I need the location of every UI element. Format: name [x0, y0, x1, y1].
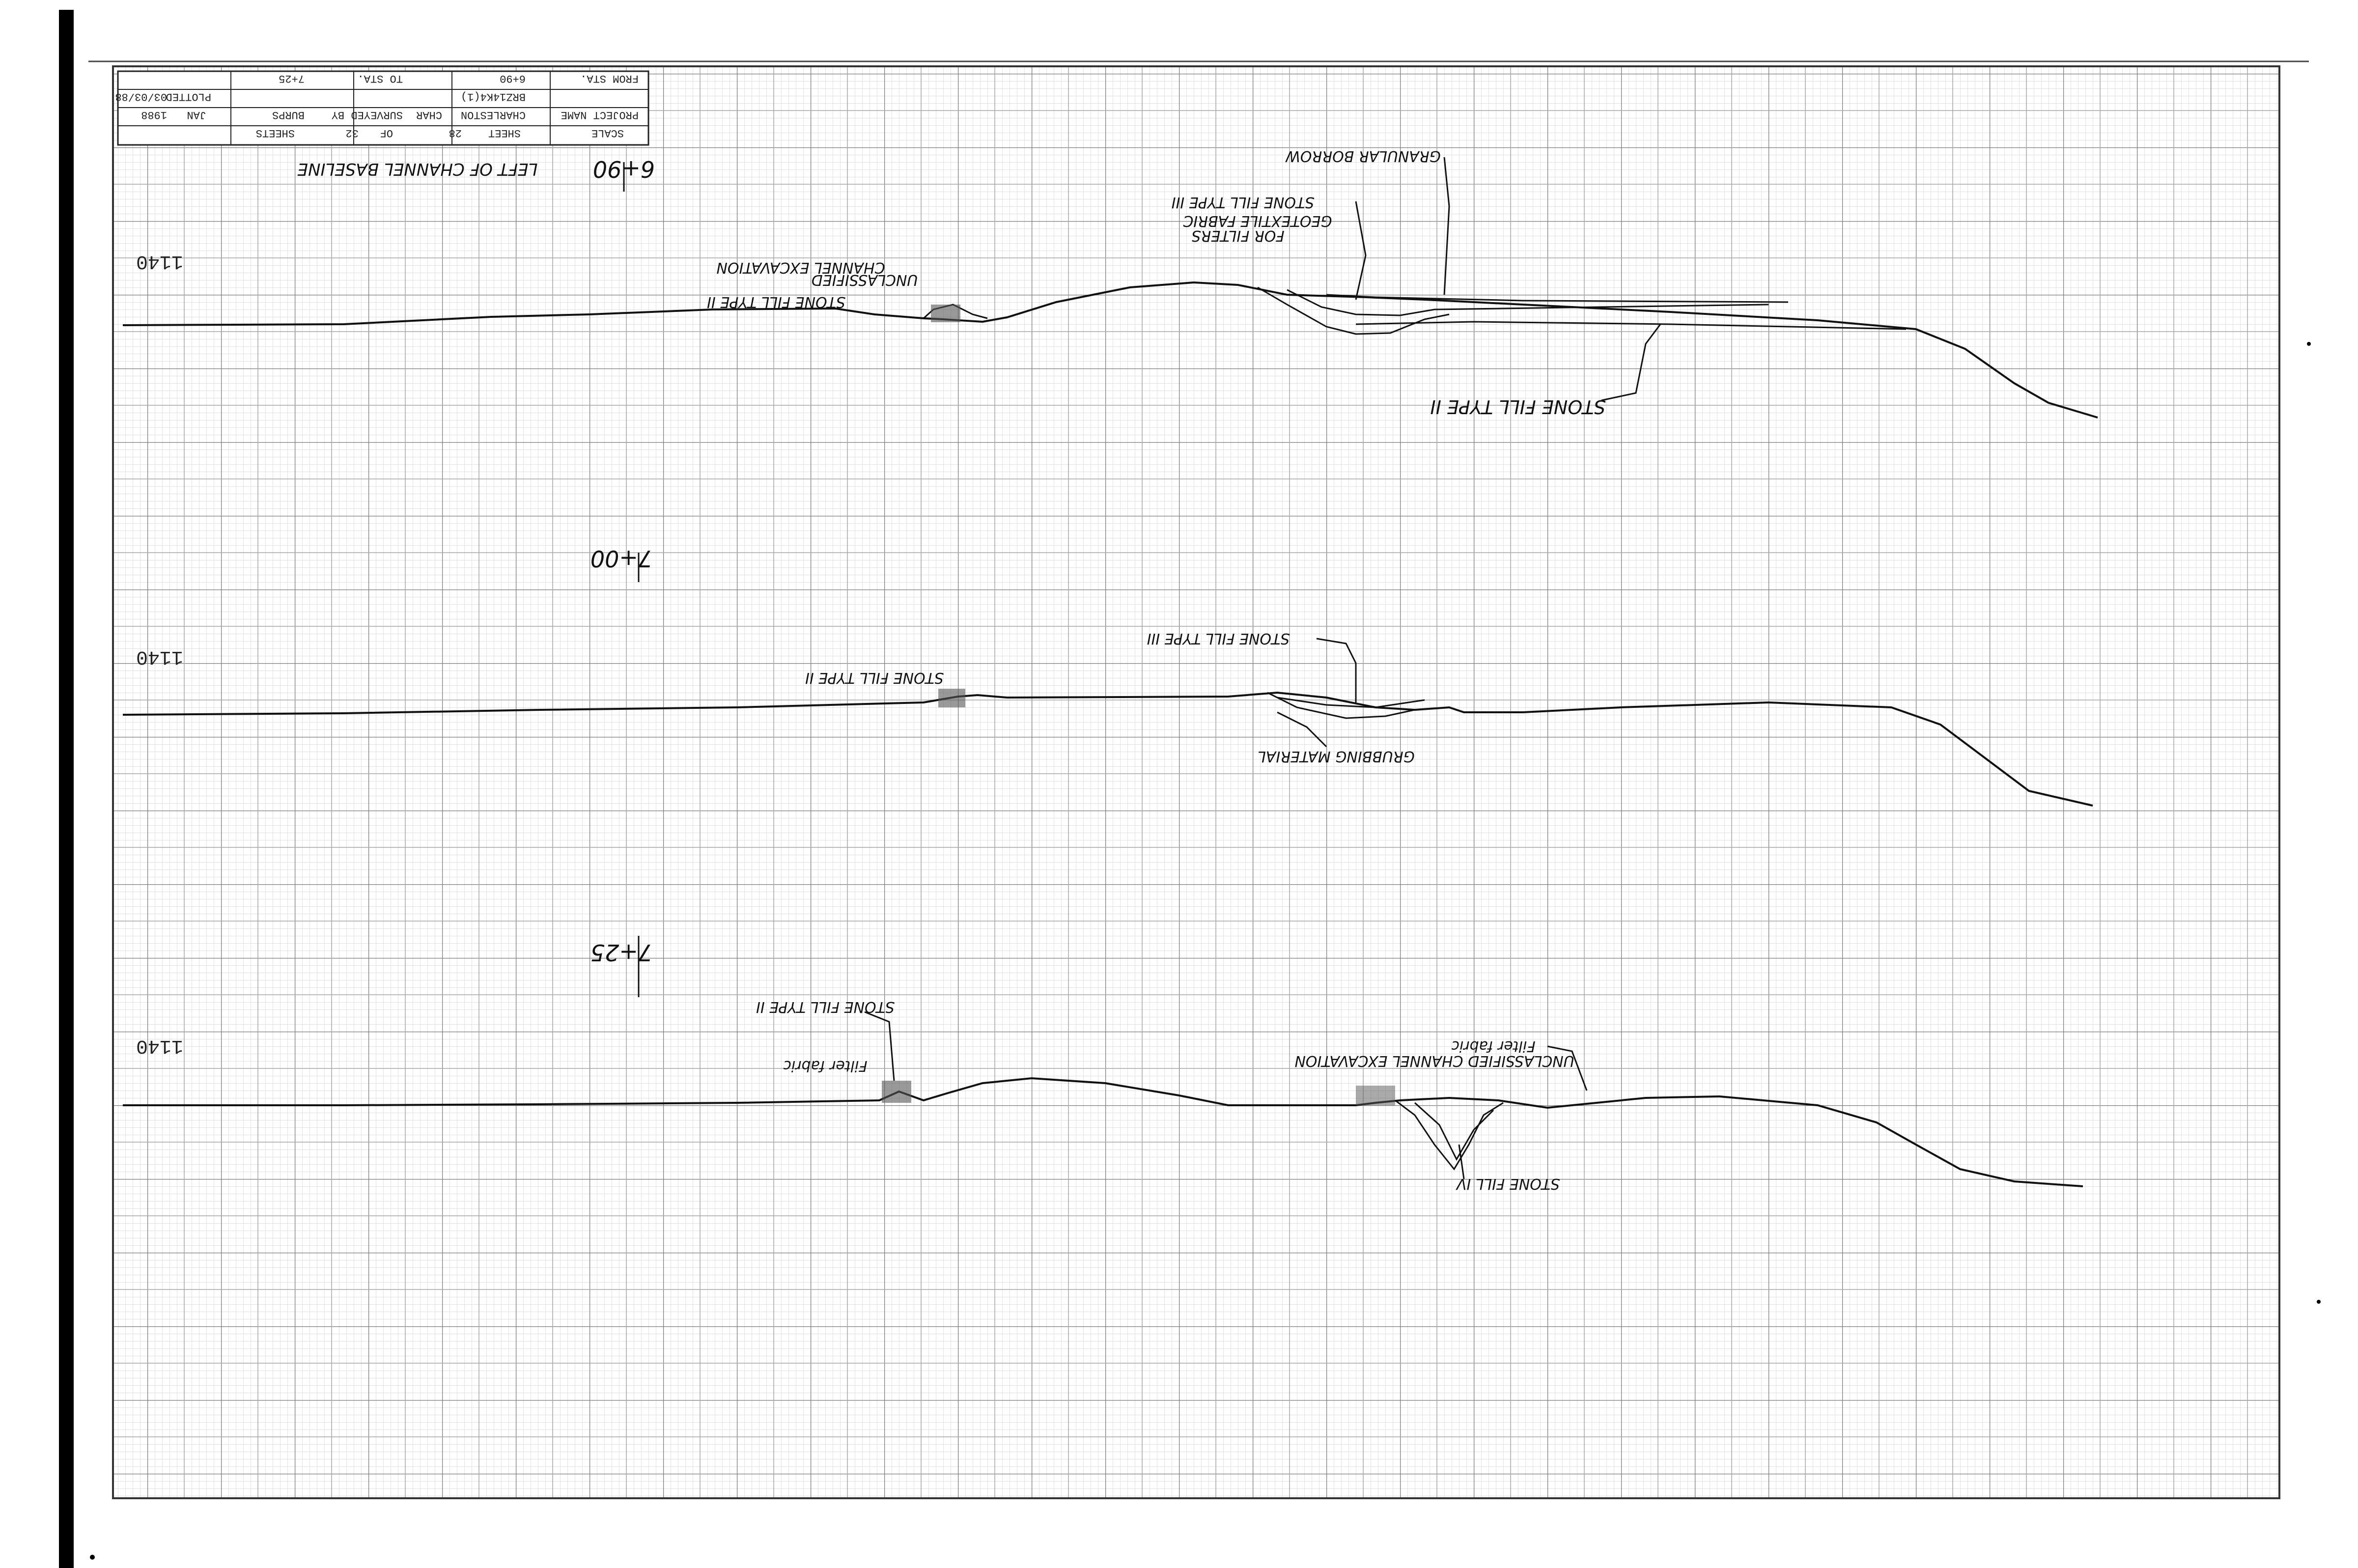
title-cell-from-sta: 6+90 [500, 72, 526, 84]
elevation-label: 1140 [136, 1035, 183, 1057]
excavation-basin [1257, 286, 1450, 335]
note-granular-borrow: GRANULAR BORROW [1285, 147, 1441, 165]
title-cell-surveyed-by-label: SURVEYED BY [332, 109, 403, 121]
binding-edge [59, 10, 74, 1568]
title-cell-sheet-total: 32 [346, 127, 359, 139]
cross-section-7-00: 7+00 1140 STONE FILL TYPE III STONE FILL… [122, 545, 2093, 807]
stone-fill-block-left [882, 1081, 911, 1103]
title-cell-to-sta-label: TO STA. [358, 72, 403, 84]
note-stone-fill-ii: STONE FILL TYPE II [805, 669, 944, 686]
note-stone-fill-iii: STONE FILL TYPE III [1171, 194, 1314, 211]
note-unclassified-channel-excavation: UNCLASSIFIED CHANNEL EXCAVATION [1294, 1052, 1574, 1069]
leader-stone-fill-iii [1355, 201, 1367, 300]
station-label: 7+00 [590, 545, 652, 572]
title-cell-sheet: SHEET [488, 127, 521, 139]
leader-stone-fill-ii [864, 1011, 895, 1081]
note-grubbing-material: GRUBBING MATERIAL [1258, 748, 1415, 765]
title-cell-sheet-number: 28 [449, 127, 462, 139]
stone-fill-layer-lower [1355, 321, 1907, 330]
stone-fill-layer [1277, 697, 1425, 708]
stone-fill-block-right [1356, 1086, 1395, 1105]
title-cell-plotted-label: PLOTTED [166, 90, 211, 103]
graph-paper-grid [112, 65, 2280, 1499]
title-cell-to-sta: 7+25 [279, 72, 305, 84]
title-cell-project-name-label: PROJECT NAME [561, 109, 639, 121]
title-cell-project-code: CHAR [416, 109, 442, 121]
note-filter-fabric-left: Filter fabric [783, 1057, 868, 1074]
title-block: SCALE SHEET 28 OF 32 SHEETS PROJECT NAME… [115, 70, 649, 146]
note-stone-fill-ii-right: STONE FILL TYPE II [1430, 396, 1605, 418]
title-cell-scale: SCALE [591, 127, 624, 139]
stone-fill-block [931, 305, 960, 322]
title-cell-project-name: CHARLESTON [461, 109, 526, 121]
cross-section-7-25: 7+25 1140 STONE FILL TYPE II Filter fabr… [123, 936, 2083, 1192]
note-geotextile: GEOTEXTILE FABRIC [1183, 212, 1332, 229]
note-unclassified: UNCLASSIFIED [812, 271, 918, 288]
punch-mark [2307, 342, 2311, 346]
cross-section-6-90: 6+90 1140 GRANULAR BORROW STONE FILL TYP… [122, 147, 2098, 419]
note-for-filters: FOR FILTERS [1191, 227, 1284, 244]
title-cell-project-number: BRZ14K4(1) [461, 90, 526, 103]
punch-mark [90, 1555, 95, 1560]
note-filter-fabric-right: Filter fabric [1451, 1037, 1536, 1055]
sheet-subtitle: LEFT OF CHANNEL BASELINE [297, 159, 537, 179]
title-cell-plotted-date: 03/03/88 [115, 90, 167, 103]
punch-mark [2317, 1300, 2321, 1304]
leader-grubbing [1277, 711, 1327, 748]
leader-granular-borrow [1443, 157, 1450, 295]
note-stone-fill-ii-left: STONE FILL TYPE II [707, 293, 845, 310]
stone-fill-block [938, 689, 965, 707]
excavation-basin [1267, 692, 1415, 719]
leader-stone-fill-iii [1316, 638, 1357, 702]
leader-stone-fill-ii [1601, 324, 1661, 401]
stone-fill-layer [1326, 294, 1789, 303]
title-cell-from-sta-label: FROM STA. [580, 72, 639, 84]
station-label: 7+25 [590, 939, 652, 966]
elevation-label: 1140 [136, 645, 183, 668]
title-cell-month: JAN [187, 109, 206, 121]
excavation-basin-inner [1287, 289, 1769, 316]
ground-profile [122, 281, 2098, 419]
note-stone-fill-ii: STONE FILL TYPE II [756, 998, 895, 1015]
leader-filter-fabric [1547, 1045, 1588, 1091]
note-channel-excavation: CHANNEL EXCAVATION [716, 259, 885, 276]
title-cell-sheets: SHEETS [256, 127, 295, 139]
title-cell-of: OF [380, 127, 393, 139]
title-cell-surveyed-by: BURPS [272, 109, 305, 121]
excavation-basin-inner [1414, 1102, 1494, 1161]
excavation-basin [1395, 1099, 1504, 1171]
note-stone-fill-iv: STONE FILL IV [1455, 1175, 1560, 1192]
elevation-label: 1140 [136, 250, 183, 272]
note-stone-fill-iii: STONE FILL TYPE III [1147, 630, 1290, 647]
leader-stone-fill-iv [1458, 1144, 1465, 1179]
title-cell-year: 1988 [141, 109, 167, 121]
